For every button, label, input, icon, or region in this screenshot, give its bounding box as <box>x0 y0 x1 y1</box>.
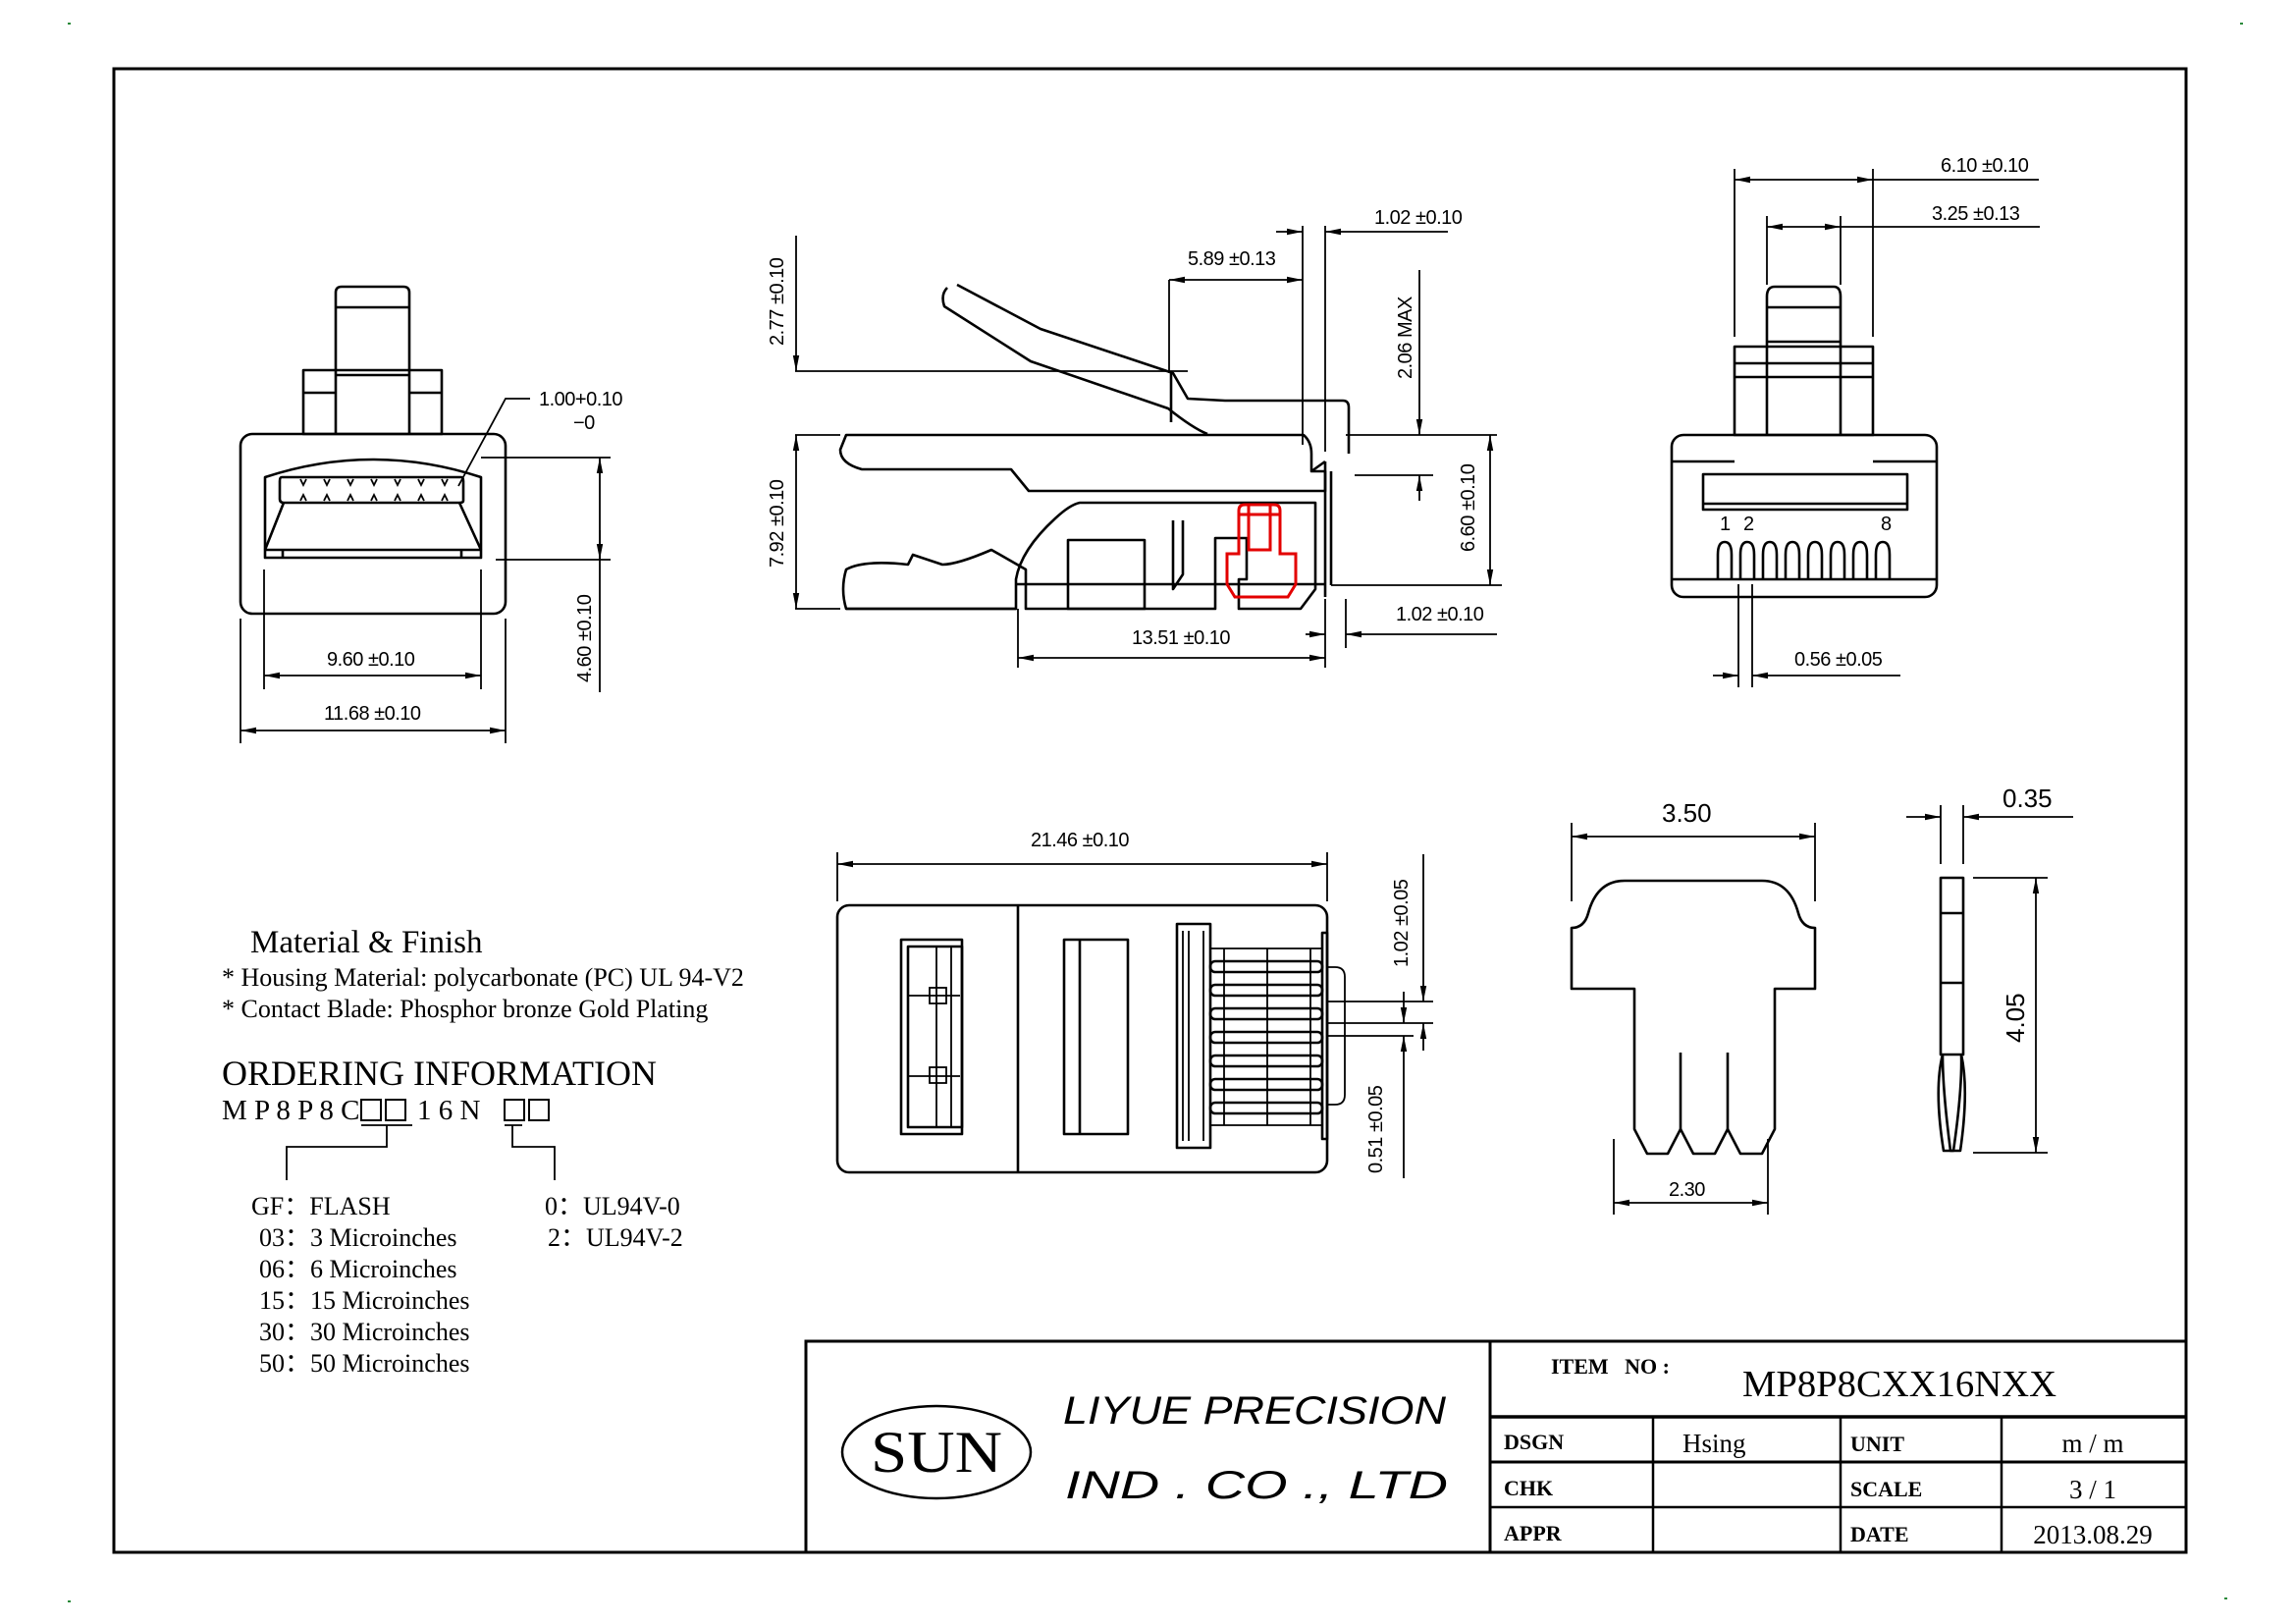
dim-blade-width: 3.50 <box>1662 798 1712 828</box>
dim-contact-height-minus: −0 <box>573 412 595 434</box>
ordering-information: ORDERING INFORMATION M P 8 P 8 C 1 6 N G… <box>222 1054 683 1378</box>
item-no-label: ITEM NO : <box>1551 1354 1670 1379</box>
unit-value: m / m <box>2061 1429 2123 1458</box>
dim-top-offset: 1.02 ±0.10 <box>1374 207 1463 229</box>
pin-slots <box>1716 540 1892 579</box>
ordering-heading: ORDERING INFORMATION <box>222 1054 657 1093</box>
company-name-line1: LIYUE PRECISION <box>1063 1389 1446 1433</box>
ordering-code-prefix: M P 8 P 8 C <box>222 1095 359 1126</box>
blade-side-view: 0.35 4.05 <box>1906 784 2073 1154</box>
dim-total-height: 7.92 ±0.10 <box>767 479 788 568</box>
material-heading: Material & Finish <box>250 925 483 960</box>
logo-text: SUN <box>871 1420 1002 1485</box>
svg-text:15：15 Microinches: 15：15 Microinches <box>259 1286 469 1315</box>
date-label: DATE <box>1850 1522 1909 1546</box>
material-line-blade: * Contact Blade: Phosphor bronze Gold Pl… <box>222 995 708 1023</box>
contact-blades <box>1208 959 1324 1115</box>
svg-text:0：UL94V-0: 0：UL94V-0 <box>545 1192 680 1220</box>
date-value: 2013.08.29 <box>2033 1520 2153 1549</box>
registration-marks <box>68 23 2243 1602</box>
top-view: 21.46 ±0.10 1.02 ±0.05 0.51 ±0.05 <box>835 830 1433 1178</box>
contact-teeth <box>299 478 449 502</box>
pin-label-8: 8 <box>1881 514 1892 535</box>
svg-text:03：3 Microinches: 03：3 Microinches <box>259 1223 456 1252</box>
dim-top-length: 21.46 ±0.10 <box>1031 830 1129 851</box>
blade-front-view: 3.50 2.30 <box>1570 798 1817 1215</box>
dsgn-value: Hsing <box>1682 1429 1746 1458</box>
dim-outer-width: 11.68 ±0.10 <box>324 703 421 725</box>
chk-label: CHK <box>1504 1476 1553 1500</box>
dim-body-height: 6.60 ±0.10 <box>1458 463 1479 552</box>
dsgn-label: DSGN <box>1504 1430 1564 1454</box>
dim-height: 4.60 ±0.10 <box>574 594 596 682</box>
rear-view: 1 2 8 6.10 ±0.10 3.25 ±0.13 0.56 ±0.05 <box>1670 155 2040 687</box>
dim-shoulder-width: 6.10 ±0.10 <box>1941 155 2029 177</box>
ordering-code-mid: 1 6 N <box>417 1095 481 1126</box>
svg-text:30：30 Microinches: 30：30 Microinches <box>259 1318 469 1346</box>
dim-latch-max: 2.06 MAX <box>1395 297 1416 379</box>
dim-contact-length: 13.51 ±0.10 <box>1132 627 1230 649</box>
dim-latch-width: 3.25 ±0.13 <box>1932 203 2020 225</box>
dim-latch-span: 5.89 ±0.13 <box>1188 248 1276 270</box>
appr-label: APPR <box>1504 1521 1563 1545</box>
flammability-options: 0：UL94V-0 2：UL94V-2 <box>545 1192 683 1252</box>
dim-pin-pitch: 0.56 ±0.05 <box>1794 649 1883 671</box>
front-view: 1.00+0.10 −0 4.60 ±0.10 9.60 ±0.10 11.68… <box>239 285 623 743</box>
material-line-housing: * Housing Material: polycarbonate (PC) U… <box>222 963 744 992</box>
side-section-view: 2.77 ±0.10 7.92 ±0.10 5.89 ±0.13 1.02 ±0… <box>767 207 1502 668</box>
dim-inner-width: 9.60 ±0.10 <box>327 649 415 671</box>
company-logo <box>840 1404 1033 1500</box>
dim-blade-thickness-side: 0.35 <box>2002 784 2053 813</box>
dim-blade-thickness: 0.51 ±0.05 <box>1365 1085 1387 1173</box>
item-no-value: MP8P8CXX16NXX <box>1742 1364 2056 1405</box>
dim-blade-height: 4.05 <box>2001 993 2030 1043</box>
dim-blade-pitch: 1.02 ±0.05 <box>1391 879 1413 967</box>
pin-label-2: 2 <box>1743 514 1754 535</box>
unit-label: UNIT <box>1850 1432 1904 1456</box>
plating-options: GF：FLASH 03：3 Microinches 06：6 Microinch… <box>251 1192 469 1378</box>
title-block: SUN LIYUE PRECISION IND . CO ., LTD ITEM… <box>804 1339 2188 1554</box>
scale-value: 3 / 1 <box>2069 1475 2116 1504</box>
svg-text:50：50 Microinches: 50：50 Microinches <box>259 1349 469 1378</box>
material-notes: Material & Finish * Housing Material: po… <box>222 925 744 1023</box>
svg-text:2：UL94V-2: 2：UL94V-2 <box>548 1223 683 1252</box>
dim-latch-height: 2.77 ±0.10 <box>767 257 788 346</box>
company-name-line2: IND . CO ., LTD <box>1065 1464 1448 1507</box>
dim-tine-width: 2.30 <box>1669 1179 1705 1201</box>
dim-bottom-offset: 1.02 ±0.10 <box>1396 604 1484 625</box>
scale-label: SCALE <box>1850 1477 1922 1501</box>
svg-text:GF：FLASH: GF：FLASH <box>251 1192 391 1220</box>
pin-label-1: 1 <box>1720 514 1731 535</box>
dim-contact-height: 1.00+0.10 <box>539 389 622 410</box>
svg-text:06：6 Microinches: 06：6 Microinches <box>259 1255 456 1283</box>
